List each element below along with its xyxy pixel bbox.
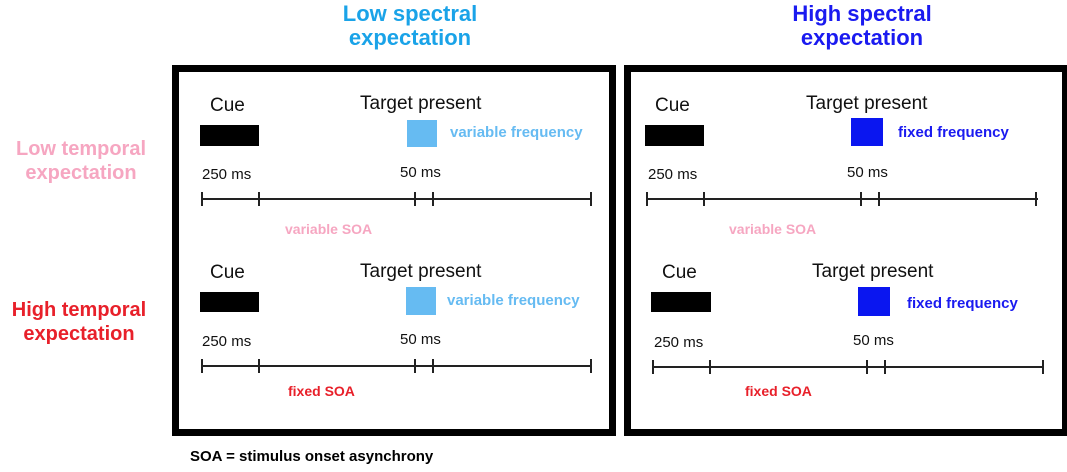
column-header-line2: expectation: [348, 25, 472, 50]
column-header-line2: expectation: [800, 25, 924, 50]
timeline-tick: [703, 192, 705, 206]
cue-bar: [200, 125, 259, 146]
timeline-tick: [432, 359, 434, 373]
timeline: [652, 366, 1044, 368]
timeline-tick: [884, 360, 886, 374]
target-square-fixed: [858, 287, 890, 316]
timeline-tick: [414, 359, 416, 373]
cue-label: Cue: [655, 95, 690, 116]
timeline: [201, 365, 592, 367]
timeline-tick: [860, 192, 862, 206]
timeline-tick: [1042, 360, 1044, 374]
variable-soa-label: variable SOA: [729, 221, 817, 237]
panel-low-spectral: [172, 65, 616, 436]
timeline-tick: [414, 192, 416, 206]
variable-frequency-label: variable frequency: [447, 292, 580, 309]
target-square-variable: [407, 120, 437, 147]
row-header-line2: expectation: [23, 323, 135, 345]
row-header-line2: expectation: [25, 162, 137, 184]
timeline-tick: [590, 359, 592, 373]
cue-duration-label: 250 ms: [202, 166, 252, 183]
cue-duration-label: 250 ms: [202, 333, 252, 350]
cue-bar: [200, 292, 259, 312]
variable-frequency-label: variable frequency: [450, 124, 583, 141]
target-label: Target present: [360, 93, 482, 114]
column-header-high-spectral: High spectral expectation: [747, 2, 977, 50]
timeline: [201, 198, 592, 200]
target-label: Target present: [360, 261, 482, 282]
target-square-fixed: [851, 118, 883, 146]
fixed-soa-label: fixed SOA: [288, 383, 355, 399]
timeline-tick: [258, 359, 260, 373]
column-header-low-spectral: Low spectral expectation: [295, 2, 525, 50]
target-duration-label: 50 ms: [853, 332, 894, 349]
timeline-tick: [432, 192, 434, 206]
row-header-line1: High temporal: [11, 299, 147, 321]
fixed-frequency-label: fixed frequency: [898, 124, 1009, 141]
timeline-tick: [201, 192, 203, 206]
timeline-tick: [258, 192, 260, 206]
column-header-line1: Low spectral: [342, 1, 478, 26]
cue-duration-label: 250 ms: [654, 334, 704, 351]
cue-label: Cue: [210, 262, 245, 283]
fixed-soa-label: fixed SOA: [745, 383, 812, 399]
timeline-tick: [590, 192, 592, 206]
timeline-tick: [878, 192, 880, 206]
timeline-tick: [866, 360, 868, 374]
timeline-tick: [646, 192, 648, 206]
row-header-line1: Low temporal: [15, 138, 146, 160]
target-duration-label: 50 ms: [400, 164, 441, 181]
cue-label: Cue: [662, 262, 697, 283]
fixed-frequency-label: fixed frequency: [907, 295, 1018, 312]
target-duration-label: 50 ms: [400, 331, 441, 348]
cue-bar: [645, 125, 704, 146]
target-square-variable: [406, 287, 436, 315]
cue-bar: [651, 292, 711, 312]
cue-duration-label: 250 ms: [648, 166, 698, 183]
target-label: Target present: [806, 93, 928, 114]
panel-high-spectral: [624, 65, 1067, 436]
footnote: SOA = stimulus onset asynchrony: [190, 448, 434, 465]
variable-soa-label: variable SOA: [285, 221, 373, 237]
timeline: [646, 198, 1038, 200]
timeline-tick: [1035, 192, 1037, 206]
timeline-tick: [652, 360, 654, 374]
target-label: Target present: [812, 261, 934, 282]
cue-label: Cue: [210, 95, 245, 116]
row-header-high-temporal: High temporal expectation: [0, 298, 158, 346]
timeline-tick: [201, 359, 203, 373]
column-header-line1: High spectral: [792, 1, 932, 26]
target-duration-label: 50 ms: [847, 164, 888, 181]
row-header-low-temporal: Low temporal expectation: [0, 137, 162, 185]
timeline-tick: [709, 360, 711, 374]
